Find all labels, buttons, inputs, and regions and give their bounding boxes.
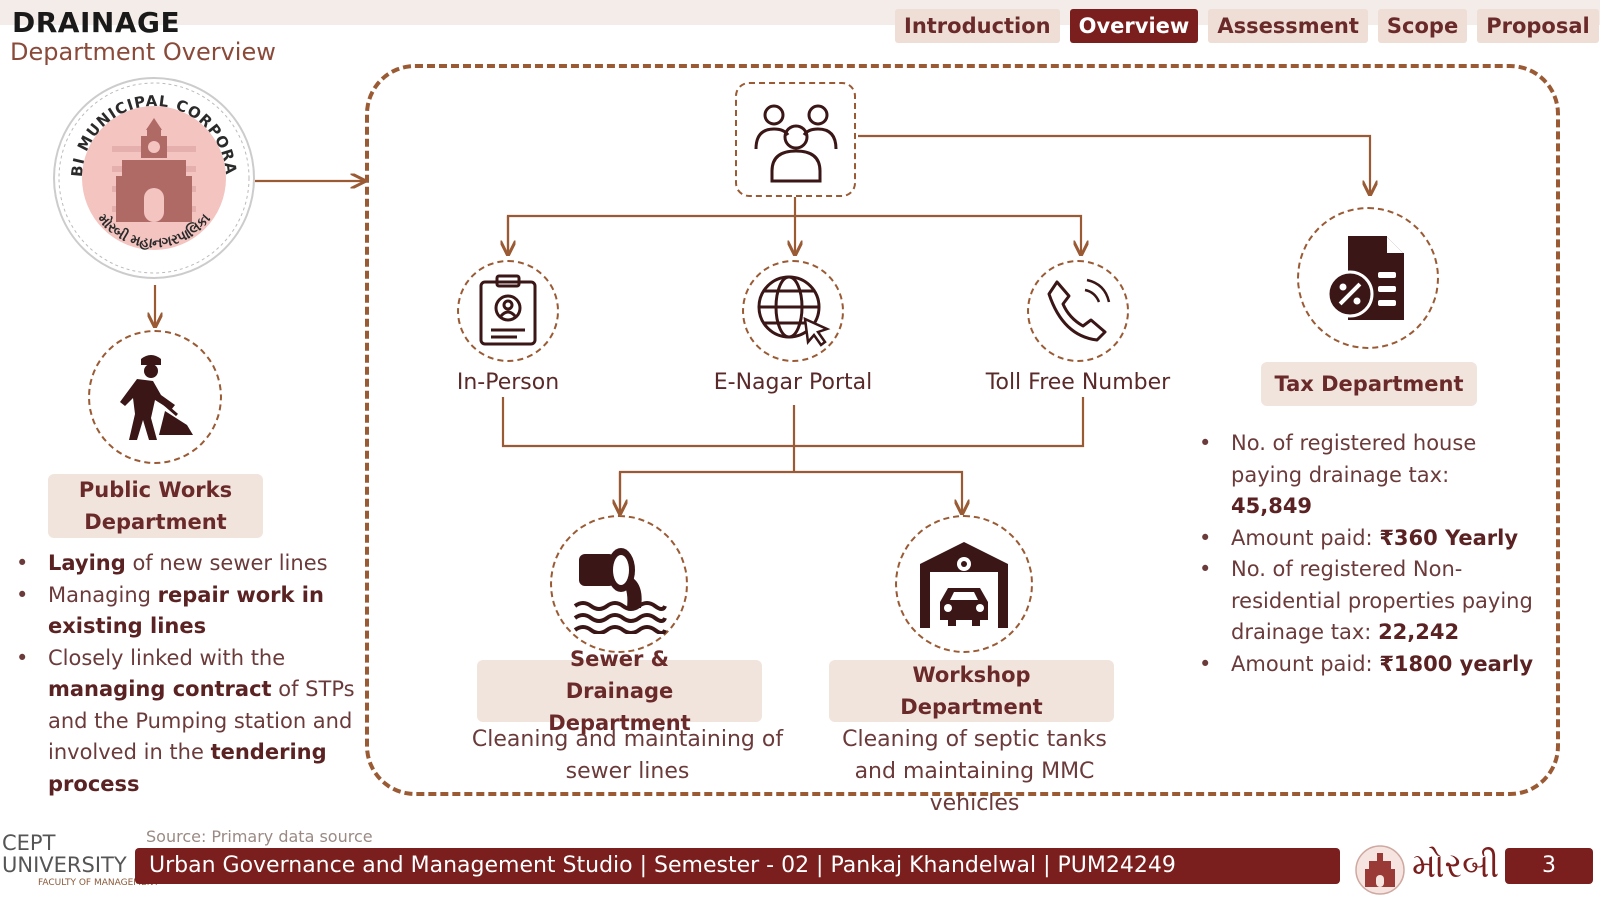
university-name: CEPT UNIVERSITY bbox=[2, 831, 127, 877]
public-works-node bbox=[88, 330, 222, 464]
tab-overview[interactable]: Overview bbox=[1069, 9, 1199, 43]
in-person-label: In-Person bbox=[456, 370, 560, 395]
workshop-label: Workshop Department bbox=[829, 660, 1114, 722]
workshop-desc: Cleaning of septic tanks and maintaining… bbox=[842, 727, 1107, 816]
public-works-label: Public Works Department bbox=[48, 474, 263, 538]
tax-document-icon bbox=[1326, 236, 1404, 320]
list-item: Managing repair work in existing lines bbox=[12, 580, 357, 643]
sewer-drainage-node bbox=[550, 515, 688, 653]
morbi-emblem-icon bbox=[1355, 845, 1405, 895]
sewer-pipe-icon bbox=[573, 548, 667, 634]
faculty-name: FACULTY OF MANAGEMENT bbox=[38, 878, 159, 888]
toll-free-node bbox=[1027, 260, 1129, 362]
list-item: Laying of new sewer lines bbox=[12, 548, 357, 580]
list-item: No. of registered house paying drainage … bbox=[1195, 428, 1535, 523]
page-subtitle: Department Overview bbox=[10, 38, 276, 66]
tab-scope[interactable]: Scope bbox=[1377, 9, 1468, 43]
garage-car-icon bbox=[920, 542, 1008, 628]
departments-container bbox=[365, 64, 1560, 796]
morbi-wordmark: મોરબી bbox=[1412, 846, 1500, 886]
source-note: Source: Primary data source bbox=[146, 827, 373, 846]
id-card-icon bbox=[479, 274, 537, 346]
tax-bullets: No. of registered house paying drainage … bbox=[1195, 428, 1535, 680]
e-nagar-node bbox=[742, 260, 844, 362]
tab-assessment[interactable]: Assessment bbox=[1208, 9, 1368, 43]
list-item: Closely linked with the managing contrac… bbox=[12, 643, 357, 801]
tab-proposal[interactable]: Proposal bbox=[1477, 9, 1599, 43]
page-number: 3 bbox=[1505, 848, 1593, 884]
sewer-drainage-label: Sewer & Drainage Department bbox=[477, 647, 762, 735]
globe-cursor-icon bbox=[757, 275, 831, 347]
citizens-node bbox=[735, 82, 856, 197]
public-works-bullets: Laying of new sewer lines Managing repai… bbox=[12, 548, 357, 800]
toll-free-label: Toll Free Number bbox=[985, 370, 1171, 395]
footer-bar: Urban Governance and Management Studio |… bbox=[135, 848, 1340, 884]
workshop-node bbox=[895, 515, 1033, 653]
citizens-group-icon bbox=[754, 104, 837, 182]
list-item: Amount paid: ₹360 Yearly bbox=[1195, 523, 1535, 555]
cept-logo: CEPT UNIVERSITY FACULTY OF MANAGEMENT bbox=[2, 832, 159, 888]
e-nagar-label: E-Nagar Portal bbox=[713, 370, 873, 395]
phone-icon bbox=[1047, 278, 1111, 342]
worker-shovel-icon bbox=[120, 355, 193, 440]
nav-tabs: Introduction Overview Assessment Scope P… bbox=[895, 9, 1599, 43]
sewer-drainage-desc: Cleaning and maintaining of sewer lines bbox=[471, 727, 784, 784]
mmc-logo: MORBI MUNICIPAL CORPORATION મોરબી મહાનગર… bbox=[52, 76, 255, 279]
tax-department-node bbox=[1297, 207, 1439, 349]
list-item: Amount paid: ₹1800 yearly bbox=[1195, 649, 1535, 681]
in-person-node bbox=[457, 260, 559, 362]
page-title: DRAINAGE bbox=[12, 6, 181, 39]
tax-department-label: Tax Department bbox=[1261, 362, 1477, 406]
tab-introduction[interactable]: Introduction bbox=[895, 9, 1060, 43]
list-item: No. of registered Non-residential proper… bbox=[1195, 554, 1535, 649]
